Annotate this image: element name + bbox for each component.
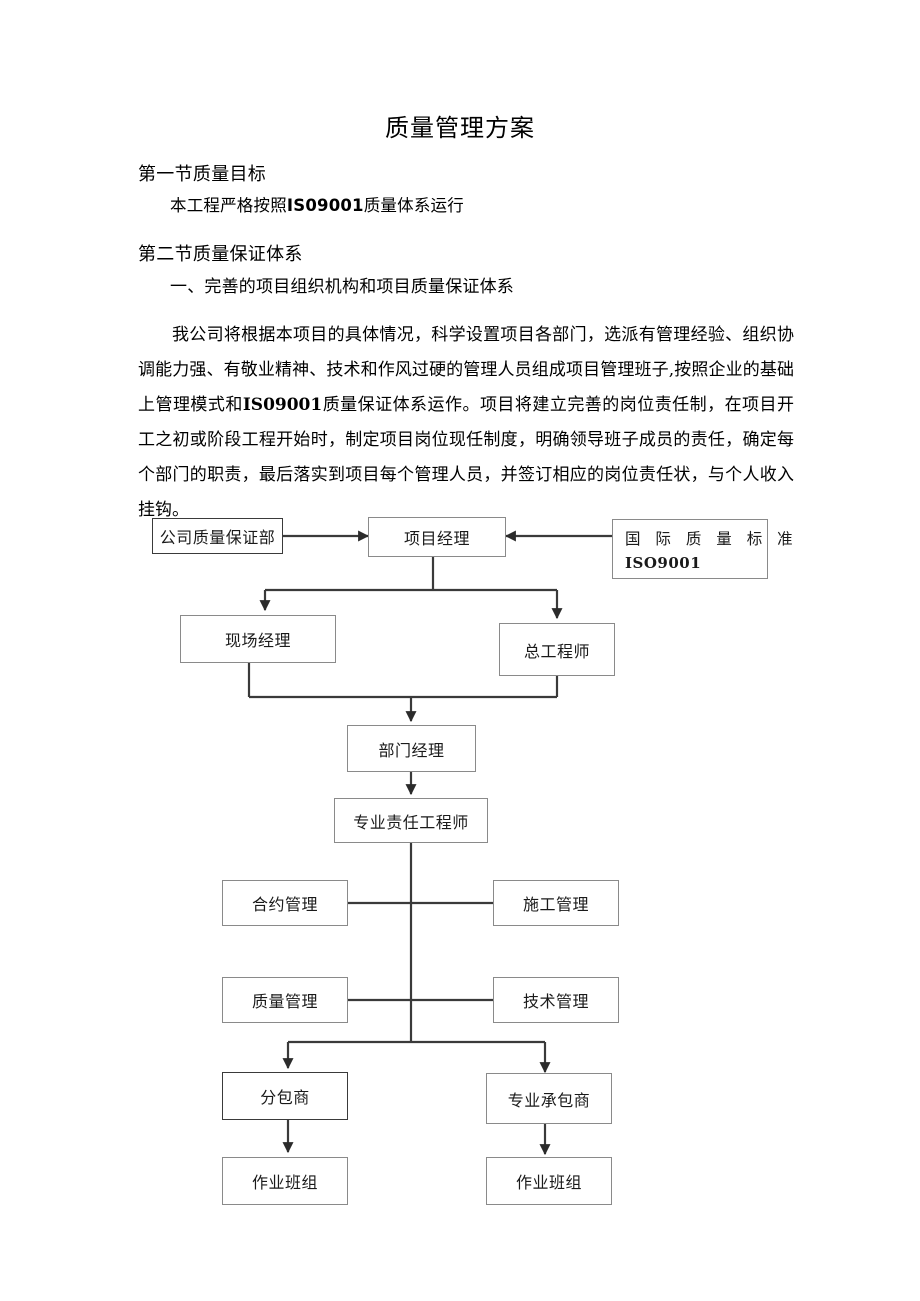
section-1-body-suffix: 质量体系运行 — [363, 196, 464, 215]
section-1-body-prefix: 本工程严格按照 — [170, 196, 287, 215]
node-technical-management-label: 技术管理 — [522, 992, 589, 1011]
node-company-qa-label: 公司质量保证部 — [159, 528, 276, 547]
node-subcontractor-label: 分包商 — [260, 1088, 310, 1107]
node-work-team-left[interactable]: 作业班组 — [222, 1157, 348, 1205]
node-project-manager-label: 项目经理 — [403, 529, 470, 548]
node-work-team-right-label: 作业班组 — [515, 1173, 582, 1192]
node-chief-engineer[interactable]: 总工程师 — [499, 623, 615, 676]
node-work-team-left-label: 作业班组 — [251, 1173, 318, 1192]
node-specialty-contractor[interactable]: 专业承包商 — [486, 1073, 612, 1124]
paragraph-part-1: 我公司将根据本项目的具体情况，科学设置项目各部门，选派有管理经验、组织协调能力强… — [138, 325, 794, 415]
section-2-heading: 第二节质量保证体系 — [138, 244, 303, 265]
node-department-manager-label: 部门经理 — [378, 740, 445, 760]
node-construction-management[interactable]: 施工管理 — [493, 880, 619, 926]
node-specialty-contractor-label: 专业承包商 — [507, 1090, 591, 1110]
node-contract-management-label: 合约管理 — [251, 895, 318, 914]
node-iso-standard-line2: ISO9001 — [625, 554, 702, 572]
node-chief-engineer-label: 总工程师 — [523, 641, 590, 661]
node-quality-management-label: 质量管理 — [251, 992, 318, 1011]
node-iso-standard-line1: 国 际 质 量 标 准 — [625, 530, 798, 548]
page-title: 质量管理方案 — [385, 114, 535, 142]
node-quality-management[interactable]: 质量管理 — [222, 977, 348, 1023]
node-responsible-engineer[interactable]: 专业责任工程师 — [334, 798, 488, 843]
section-1-body-iso: IS09001 — [286, 196, 364, 215]
section-2-item-1: 一、完善的项目组织机构和项目质量保证体系 — [170, 277, 514, 297]
node-project-manager[interactable]: 项目经理 — [368, 517, 506, 557]
node-company-qa[interactable]: 公司质量保证部 — [152, 518, 283, 554]
node-iso-standard[interactable]: 国 际 质 量 标 准 ISO9001 — [612, 519, 798, 579]
node-responsible-engineer-label: 专业责任工程师 — [353, 812, 469, 832]
node-construction-management-label: 施工管理 — [522, 895, 589, 914]
paragraph-part-2: 质量保证体系运作。项目将建立完善的岗位责任制，在项目开工之初或阶段工程开始时，制… — [138, 395, 795, 520]
node-subcontractor[interactable]: 分包商 — [222, 1072, 348, 1120]
node-technical-management[interactable]: 技术管理 — [493, 977, 619, 1023]
section-1-body: 本工程严格按照IS09001质量体系运行 — [170, 192, 464, 216]
paragraph-iso: IS09001 — [242, 395, 323, 415]
section-2-paragraph: 我公司将根据本项目的具体情况，科学设置项目各部门，选派有管理经验、组织协调能力强… — [138, 318, 794, 528]
node-site-manager[interactable]: 现场经理 — [180, 615, 336, 663]
section-1-heading: 第一节质量目标 — [138, 164, 267, 185]
node-work-team-right[interactable]: 作业班组 — [486, 1157, 612, 1205]
node-department-manager[interactable]: 部门经理 — [347, 725, 476, 772]
node-contract-management[interactable]: 合约管理 — [222, 880, 348, 926]
node-site-manager-label: 现场经理 — [224, 631, 291, 650]
